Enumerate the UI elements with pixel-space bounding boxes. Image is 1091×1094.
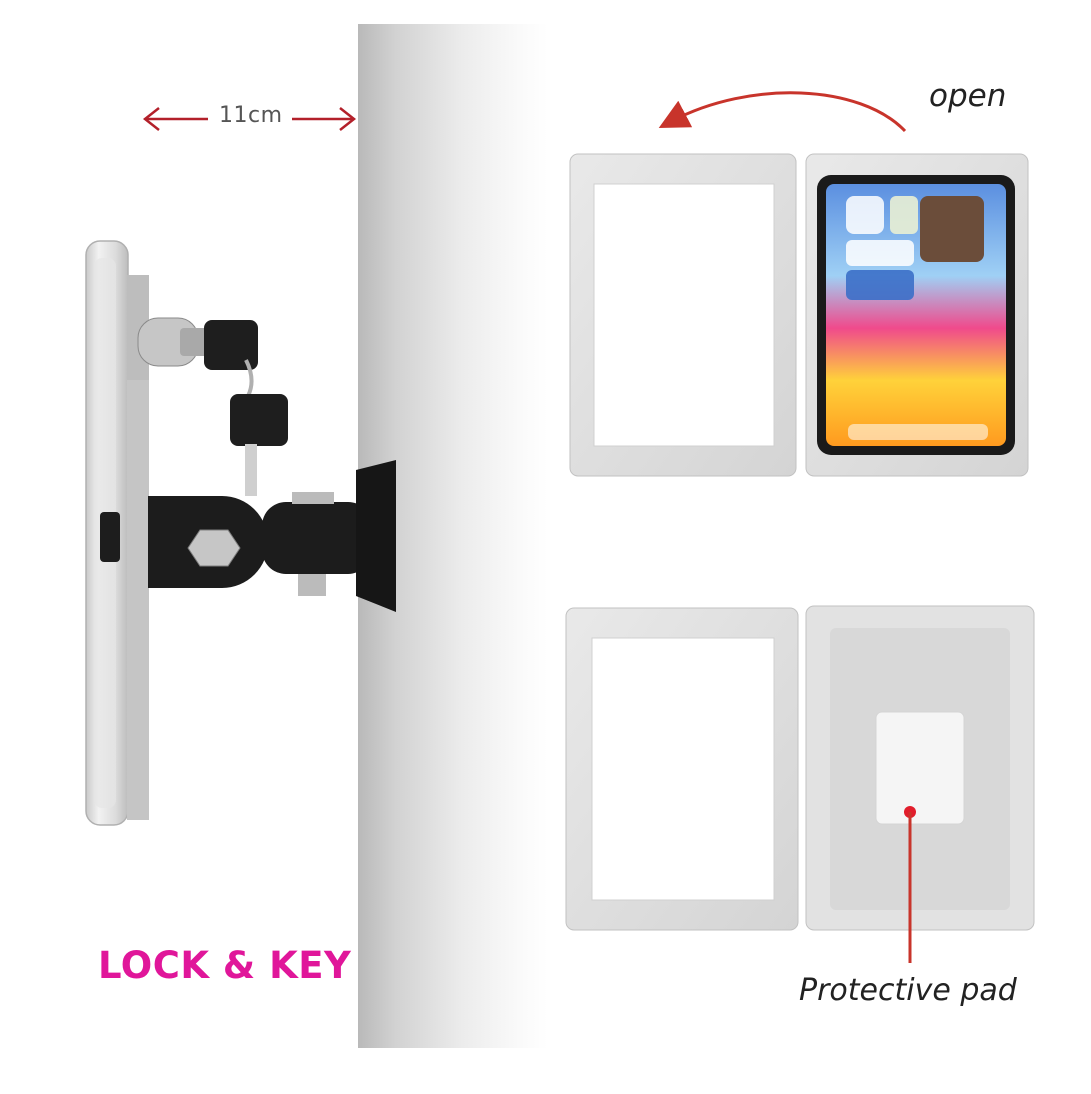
protective-pad-label: Protective pad — [799, 973, 1017, 1008]
enclosure-open-with-tablet — [569, 153, 1029, 477]
open-arrow — [658, 91, 907, 133]
wall-mount-bracket — [148, 460, 396, 612]
dimension-label: 11cm — [219, 103, 283, 128]
lock-and-keys — [137, 317, 288, 496]
open-label: open — [929, 78, 1007, 114]
lock-key-label: LOCK & KEY — [98, 944, 352, 987]
dimension-arrow — [142, 107, 357, 131]
enclosure-side-view — [85, 240, 149, 826]
enclosure-with-protective-pad — [565, 605, 1035, 963]
